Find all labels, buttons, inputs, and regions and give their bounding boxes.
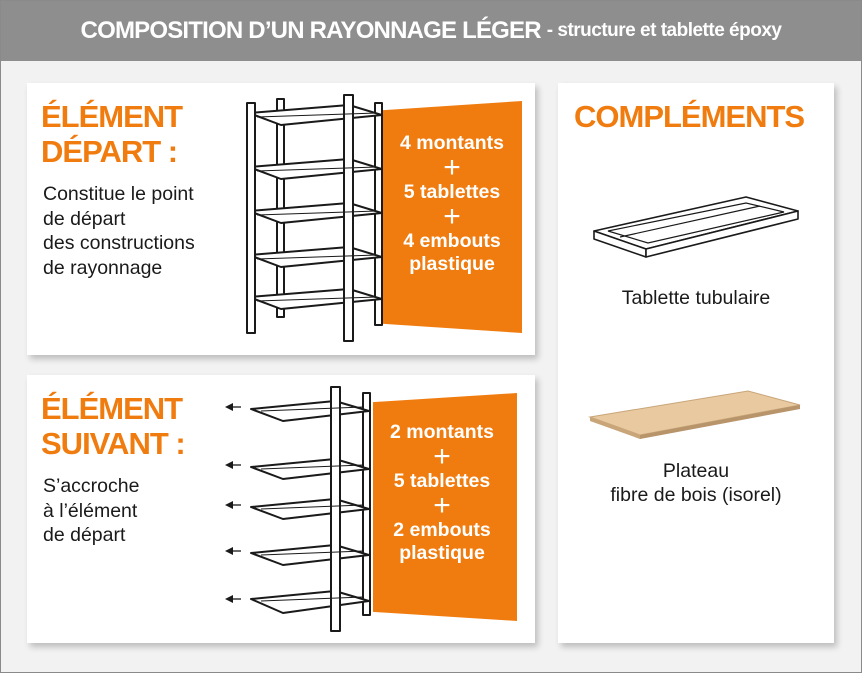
header-title: COMPOSITION D’UN RAYONNAGE LÉGER (80, 17, 542, 44)
plus-sign: + (443, 200, 461, 233)
components-list-depart: 4 montants + 5 tablettes + 4 embouts pla… (387, 132, 517, 276)
component-item: 4 montants (399, 132, 504, 154)
description-line: S’accroche (43, 475, 140, 497)
plateau-label-line2: fibre de bois (isorel) (610, 484, 782, 506)
header-banner: COMPOSITION D’UN RAYONNAGE LÉGER - struc… (1, 1, 861, 61)
shelving-unit-suivant-illustration (225, 386, 371, 632)
panel-complements: COMPLÉMENTS Tablette tubulaire Plateau f… (558, 83, 834, 643)
element-depart-description: Constitue le point de départ des constru… (43, 182, 195, 280)
component-item: 5 tablettes (403, 181, 501, 203)
component-item: 5 tablettes (393, 470, 491, 492)
shelving-unit-depart-illustration (246, 94, 383, 342)
element-suivant-title-line1: ÉLÉMENT (41, 391, 183, 426)
component-item: 2 embouts (393, 519, 491, 541)
element-suivant-title: ÉLÉMENT SUIVANT : (41, 391, 186, 461)
element-suivant-description: S’accroche à l’élément de départ (43, 474, 139, 548)
description-line: de rayonnage (43, 256, 163, 279)
arrow-left-icon (225, 595, 233, 603)
description-line: de départ (43, 524, 126, 546)
component-item: plastique (399, 542, 485, 564)
tablette-tubulaire-label: Tablette tubulaire (621, 287, 771, 309)
panel-element-depart: ÉLÉMENT DÉPART : Constitue le point de d… (27, 83, 535, 355)
arrow-left-icon (225, 403, 233, 411)
element-depart-title-line2: DÉPART : (41, 134, 178, 169)
description-line: de départ (43, 207, 126, 230)
complements-title: COMPLÉMENTS (574, 99, 805, 134)
plateau-label: Plateau fibre de bois (isorel) (558, 459, 834, 507)
component-item: 2 montants (389, 421, 494, 443)
arrow-left-icon (225, 547, 233, 555)
plus-sign: + (443, 151, 461, 184)
arrow-left-icon (225, 461, 233, 469)
fiberboard-plate-illustration (588, 390, 801, 439)
tubular-shelf-illustration (593, 196, 799, 258)
description-line: à l’élément (43, 499, 138, 522)
panel-element-suivant: ÉLÉMENT SUIVANT : S’accroche à l’élément… (27, 375, 535, 643)
description-line: Constitue le point (43, 183, 194, 205)
plateau-label-line1: Plateau (662, 460, 730, 482)
components-list-suivant: 2 montants + 5 tablettes + 2 embouts pla… (377, 421, 507, 565)
plus-sign: + (433, 489, 451, 522)
description-line: des constructions (43, 232, 195, 254)
plus-sign: + (433, 440, 451, 473)
header-subtitle: - structure et tablette époxy (546, 20, 782, 41)
components-box-depart (382, 101, 522, 333)
element-depart-title: ÉLÉMENT DÉPART : (41, 99, 183, 169)
component-item: 4 embouts (403, 230, 501, 252)
element-suivant-title-line2: SUIVANT : (41, 426, 186, 461)
element-depart-title-line1: ÉLÉMENT (41, 99, 183, 134)
component-item: plastique (409, 253, 495, 275)
components-box-suivant (373, 393, 517, 621)
arrow-left-icon (225, 501, 233, 509)
